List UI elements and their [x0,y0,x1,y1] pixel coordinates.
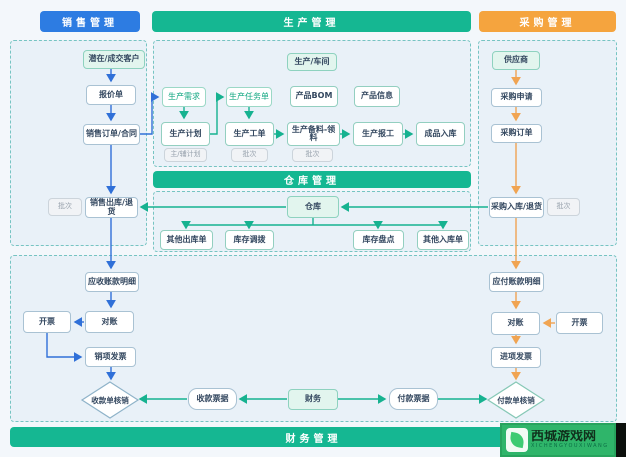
node-supplier: 供应商 [492,51,540,70]
header-purchasing-management: 采购管理 [479,11,616,32]
site-watermark: 西城游戏网 XICHENGYOUXIWANG [500,423,616,457]
watermark-title: 西城游戏网 [531,430,597,444]
watermark-corner-block [616,423,626,457]
tag-material-batch: 批次 [292,148,333,162]
receipt-writeoff-diamond [80,381,140,419]
header-sales-management: 销售管理 [40,11,140,32]
tag-plan: 主/辅计划 [164,148,207,162]
node-payment-bill: 付款票据 [389,388,438,410]
leaf-icon [506,428,528,452]
node-invoice-left: 开票 [23,311,71,333]
node-prod-report: 生产报工 [353,122,403,146]
node-workshop: 生产/车间 [287,53,337,71]
blue-arrows [46,69,160,381]
node-product-info: 产品信息 [354,86,400,107]
node-invoice-right: 开票 [556,312,603,334]
arrow-plan-task [210,92,225,135]
orange-arrows [511,70,555,381]
watermark-subtitle: XICHENGYOUXIWANG [531,443,609,449]
node-prod-task: 生产任务单 [226,87,272,107]
node-stocktake: 库存盘点 [353,230,404,250]
header-warehouse-management: 仓库管理 [153,171,471,188]
node-payment-writeoff: 付款单核销 [497,395,535,405]
node-material-picking: 生产备料-领料 [287,122,340,146]
node-prod-demand: 生产需求 [162,87,206,107]
watermark-text: 西城游戏网 XICHENGYOUXIWANG [531,430,609,450]
node-work-order: 生产工单 [225,122,274,146]
node-other-outbound: 其他出库单 [160,230,213,250]
node-product-bom: 产品BOM [290,86,338,107]
node-sales-invoice: 销项发票 [85,347,136,367]
tag-sales-batch: 批次 [48,198,82,216]
node-receipt-bill: 收款票据 [188,388,237,410]
tag-work-order-batch: 批次 [231,148,268,162]
node-other-inbound: 其他入库单 [417,230,469,250]
node-input-invoice: 进项发票 [491,347,541,368]
green-arrows [138,92,488,404]
node-warehouse: 仓库 [287,196,339,218]
node-receivable-detail: 应收账款明细 [85,272,139,292]
node-sales-outbound: 销售出库/退货 [85,197,138,218]
node-inventory-transfer: 库存调拨 [225,230,274,250]
node-prod-plan: 生产计划 [161,122,210,146]
node-sales-order: 销售订单/合同 [83,124,140,145]
node-recon-left: 对账 [85,311,134,333]
node-quotation: 报价单 [86,85,136,105]
payment-writeoff-diamond [486,381,546,419]
node-payable-detail: 应付账款明细 [489,272,544,292]
node-finance-dept: 财务 [288,389,338,410]
tag-purchase-batch: 批次 [547,198,580,216]
node-purchase-request: 采购申请 [491,88,542,107]
node-receipt-writeoff: 收款单核销 [91,395,129,405]
header-production-management: 生产管理 [152,11,471,32]
arrow-order-demand [140,92,160,135]
header-finance-management: 财务管理 [10,427,617,447]
node-purchase-order: 采购订单 [491,124,542,143]
node-finished-goods-in: 成品入库 [416,122,465,146]
node-recon-right: 对账 [491,312,540,335]
node-customer: 潜在/成交客户 [83,50,145,69]
node-purchase-inbound: 采购入库/退货 [489,197,544,218]
diamond-shapes [80,381,546,419]
warehouse-branch-line [186,218,443,226]
arrow-invoice-salesinvoice [46,333,83,362]
